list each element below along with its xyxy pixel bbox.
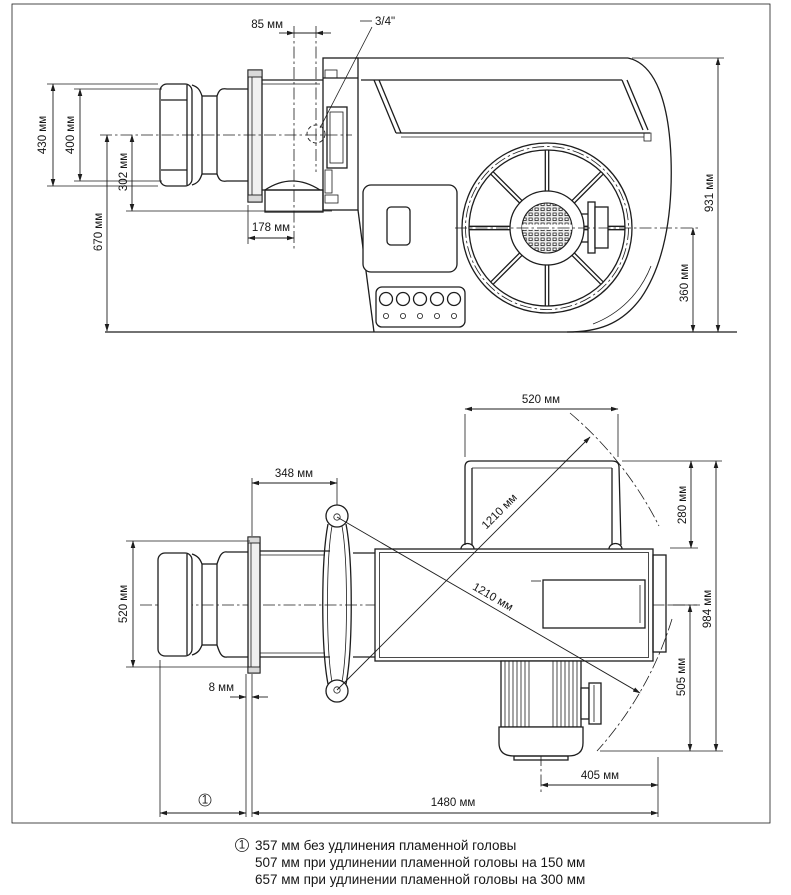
dim-348: 348 мм [251, 468, 338, 536]
plan-mounting-flange [247, 536, 261, 674]
gas-valve-block [326, 106, 348, 169]
hinge-pin-top [333, 513, 341, 521]
motor-fins [504, 661, 578, 727]
dim-348-label: 348 мм [275, 468, 313, 480]
dim-505: 505 мм [670, 604, 697, 752]
dim-85-label: 85 мм [251, 19, 283, 31]
air-box-foot-right [608, 542, 623, 550]
dim-280: 280 мм [622, 460, 722, 549]
dim-1480-label: 1480 мм [431, 797, 476, 809]
housing-right-flange [652, 554, 667, 653]
dim-520-left-label: 520 мм [118, 585, 130, 623]
motor-base-plate [513, 755, 569, 761]
dim-1480-chain: 1 1480 мм [159, 660, 659, 817]
dim-670-label: 670 мм [93, 213, 105, 251]
footnote-marker-icon [235, 838, 249, 852]
dim-302-label: 302 мм [118, 153, 130, 191]
footnote-line-1: 357 мм без удлинения пламенной головы [255, 838, 516, 853]
footnote-marker-number: 1 [239, 840, 245, 852]
dim-405-label: 405 мм [581, 770, 619, 782]
swing-arc-lower [596, 618, 673, 752]
dim-400: 400 мм [65, 88, 162, 182]
dim-405: 405 мм [540, 757, 659, 817]
footnote-line-2: 507 мм при удлинении пламенной головы на… [255, 855, 585, 870]
dim-178: 178 мм [247, 205, 295, 244]
dim-984: 984 мм [600, 460, 723, 752]
side-view: 85 мм 3/4" 430 мм 400 мм 302 мм [37, 16, 737, 333]
dim-430: 430 мм [37, 83, 158, 187]
plan-view: 1210 мм 1210 мм 348 мм 520 мм 520 мм [118, 394, 723, 817]
dim-8-label: 8 мм [209, 682, 234, 694]
plan-burner-tube [260, 550, 330, 658]
control-buttons [378, 291, 462, 307]
plan-blast-tube [157, 551, 250, 658]
dim-1210-upper-label: 1210 мм [480, 492, 520, 532]
blast-tube [159, 83, 248, 187]
motor-end-cap [498, 726, 584, 757]
callout-1-number: 1 [202, 795, 208, 807]
dim-178-label: 178 мм [252, 222, 290, 234]
dim-520-top-label: 520 мм [522, 394, 560, 406]
front-plate [322, 57, 375, 333]
dim-85: 85 мм [251, 19, 331, 36]
mesh-center-band [522, 224, 572, 230]
dim-670: 670 мм [93, 134, 110, 332]
hinge-lug-top [325, 504, 349, 528]
dim-430-label: 430 мм [37, 116, 49, 154]
footnote: 1 357 мм без удлинения пламенной головы … [235, 838, 585, 887]
hinge-flange [322, 504, 375, 703]
dim-984-label: 984 мм [702, 590, 714, 628]
plan-housing [374, 548, 667, 662]
dim-520-left: 520 мм [118, 540, 250, 668]
air-intake-box [460, 460, 623, 550]
dim-931: 931 мм [632, 57, 724, 333]
hinge-lug-bottom [325, 679, 349, 703]
air-box-foot-left [460, 542, 475, 550]
gas-connection-label: 3/4" [375, 16, 395, 28]
hinge-pin-bottom [333, 686, 341, 694]
footnote-line-3: 657 мм при удлинении пламенной головы на… [255, 872, 585, 887]
air-intake-scoop [355, 57, 652, 142]
fan-scroll [566, 57, 672, 333]
housing-inner-panel [542, 579, 646, 629]
gas-connection-callout: 3/4" [319, 16, 395, 129]
indicator-dots [382, 312, 457, 319]
dim-505-label: 505 мм [676, 658, 688, 696]
motor [498, 660, 602, 761]
dim-302: 302 мм [118, 134, 332, 212]
dim-520-top: 520 мм [464, 394, 619, 457]
dim-400-label: 400 мм [65, 116, 77, 154]
burner-tube [262, 79, 324, 213]
dim-931-label: 931 мм [704, 174, 716, 212]
mounting-flange [247, 69, 263, 203]
sight-bracket [581, 201, 609, 254]
dim-8: 8 мм [209, 674, 268, 817]
motor-attachment [580, 682, 602, 725]
button-panel [375, 286, 466, 328]
callout-1-badge: 1 [198, 793, 212, 807]
damper-dome [264, 180, 321, 191]
display-window [386, 206, 411, 246]
figure-frame [11, 3, 771, 824]
dim-360: 360 мм [679, 227, 696, 333]
swing-arc-upper [569, 412, 660, 527]
dim-280-label: 280 мм [677, 486, 689, 524]
plan-blast-tube-cap [157, 552, 193, 657]
dim-360-label: 360 мм [679, 264, 691, 302]
